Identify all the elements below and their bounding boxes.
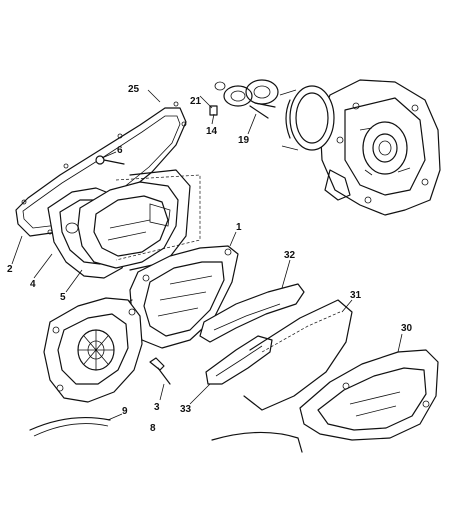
rotor-ring <box>279 85 335 151</box>
leader-lines <box>11 89 403 421</box>
callout-4: 4 <box>30 279 36 290</box>
callout-9: 9 <box>122 406 128 417</box>
callout-2: 2 <box>7 264 13 275</box>
callout-19: 19 <box>238 135 250 146</box>
duct-part-32 <box>199 283 305 343</box>
seal-bearing-parts <box>209 79 279 119</box>
callout-1: 1 <box>236 222 242 233</box>
crankcase <box>319 79 441 216</box>
callout-labels: 25 21 14 19 6 1 32 2 4 5 31 30 3 33 9 8 <box>7 84 413 434</box>
panel-part-31 <box>243 299 353 411</box>
callout-14: 14 <box>206 126 218 137</box>
callout-30: 30 <box>401 323 413 334</box>
lower-cover-part-8 <box>211 431 303 453</box>
callout-21: 21 <box>190 96 202 107</box>
bolt-part-3 <box>149 357 171 385</box>
outer-case <box>43 297 143 403</box>
callout-5: 5 <box>60 292 66 303</box>
gasket-part-2 <box>15 101 187 237</box>
seal-plate-part-5 <box>77 181 179 269</box>
bolt-part-6 <box>95 155 125 165</box>
callout-31: 31 <box>350 290 362 301</box>
callout-6: 6 <box>117 145 123 156</box>
outer-cover-part-30 <box>299 349 439 441</box>
callout-25: 25 <box>128 84 140 95</box>
gasket-part-9 <box>29 416 111 437</box>
duct-part-33 <box>205 335 273 385</box>
callout-32: 32 <box>284 250 296 261</box>
callout-33: 33 <box>180 404 192 415</box>
callout-8: 8 <box>150 423 156 434</box>
callout-3: 3 <box>154 402 160 413</box>
